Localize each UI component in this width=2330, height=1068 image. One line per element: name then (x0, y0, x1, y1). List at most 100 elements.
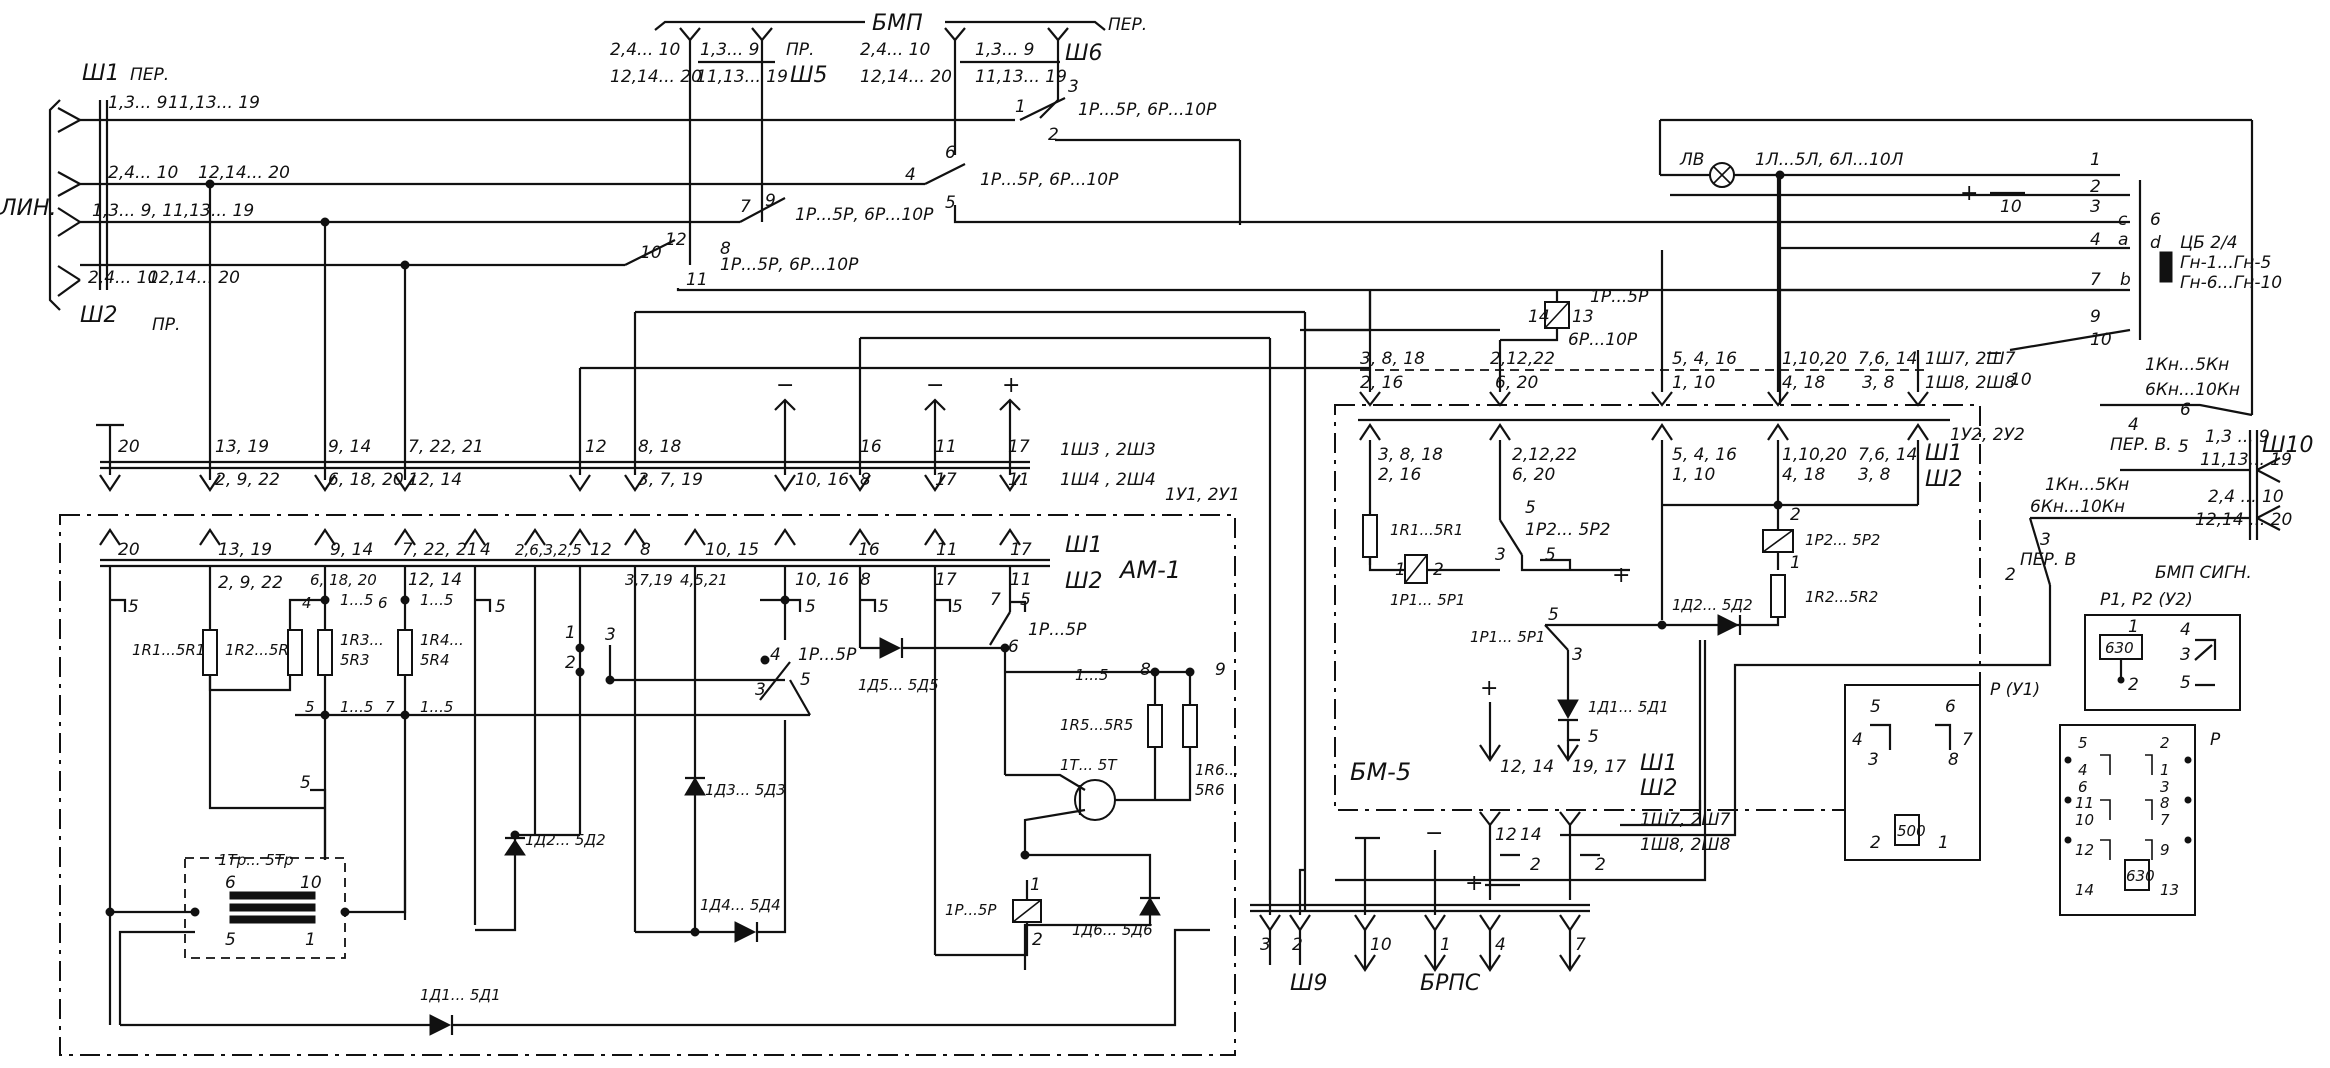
label-connectors-sh9: Ш9 (1290, 971, 1328, 996)
label-pins-c8: 11 (1010, 570, 1032, 590)
label-pins-n4: 4 (480, 540, 491, 560)
cb-section: ЛВ 1Л...5Л, 6Л...10Л 1 2 3 4 7 9 10 c a … (1560, 118, 2314, 837)
label-pins-n1: 1 (2090, 150, 2101, 170)
label-connectors-sh1: Ш1 (1065, 533, 1103, 558)
label-pins-n7: 7 (385, 698, 395, 716)
label-pins-n1: 1 (1015, 97, 1026, 117)
label-components-gn2: Гн-6...Гн-10 (2180, 273, 2282, 293)
label-pins-e5: 5, 4, 16 (1672, 349, 1737, 369)
label-components-gn1: Гн-1...Гн-5 (2180, 253, 2271, 273)
label-blocks-brps: БРПС (1420, 971, 1481, 996)
label-pins-n5: 5 (495, 597, 506, 617)
label-components-kn2: 6Кн...10Кн (2145, 380, 2240, 400)
label-pins-n5: 5 (128, 597, 139, 617)
label-signs-minus: − (926, 373, 944, 398)
label-pins-n2: 2 (1870, 833, 1881, 853)
label-components-kn1: 1Кн...5Кн (2145, 355, 2229, 375)
label-components-d1: 1Д1... 5Д1 (1588, 698, 1669, 716)
label-blocks-p12: Р1, Р2 (У2) (2100, 590, 2193, 610)
label-pins-b7: 16 (860, 437, 882, 457)
label-components-relay_p2: 1Р...5Р (1028, 620, 1087, 640)
label-pins-b1: 20 (118, 540, 140, 560)
label-pins-c1: 2, 9, 22 (218, 573, 283, 593)
label-pins-a1: 1,3... 9 (700, 40, 759, 60)
label-pins-n10: 10 (1370, 935, 1392, 955)
label-components-d1: 1Д1... 5Д1 (420, 986, 501, 1004)
label-components-relay_p: 1Р...5Р, 6Р...10Р (720, 255, 859, 275)
label-pins-n10: 10 (2000, 197, 2022, 217)
label-pins-e10: 3, 8 (1862, 373, 1895, 393)
label-components-relay_p2: 1Р...5Р (798, 645, 857, 665)
label-pins-n8: 8 (2160, 794, 2170, 812)
sh2-label: Ш2 (80, 303, 118, 328)
label-components-r6: 1R6... (1195, 761, 1239, 779)
label-connectors-sh6: Ш6 (1065, 41, 1103, 66)
label-pins-n6: 6 (2078, 778, 2088, 796)
label-pins-c3: 12, 14 (408, 470, 462, 490)
label-pins-n4: 4 (2078, 761, 2088, 779)
label-components-relay_p: 1Р...5Р, 6Р...10Р (980, 170, 1119, 190)
label-pins-n6: 6 (945, 143, 956, 163)
label-pins-n9: 9 (1215, 660, 1226, 680)
label-pins-a2: 11,13... 19 (696, 67, 788, 87)
label-pins-a3: 2,4... 10 (860, 40, 930, 60)
label-pins-b3: 9, 14 (328, 437, 371, 457)
label-pins-n7: 7 (990, 590, 1001, 610)
label-components-v630: 630 (2126, 867, 2155, 885)
label-pins-n12: 12 (665, 230, 687, 250)
label-pins-n8: 8 (720, 239, 731, 259)
label-pins-e4: 6, 20 (1495, 373, 1538, 393)
bm5-block: БМ-5 1У2, 2У2 3, 8, 18 2, 16 2,12,22 6, … (1300, 175, 2025, 827)
label-pins-b8: 11 (935, 437, 957, 457)
label-pins-n2: 2 (1790, 505, 1801, 525)
label-signs-minus: − (776, 373, 794, 398)
label-pins-n5: 5 (2178, 437, 2189, 457)
label-connectors-sh10: Ш10 (2262, 433, 2314, 458)
label-pins-d1: 6, 18, 20 (310, 571, 377, 589)
label-pins-n1: 1 (565, 623, 576, 643)
label-pins-d5: 4,5,21 (680, 571, 728, 589)
label-pins-n3: 3 (1068, 77, 1079, 97)
label-pins-n11: 11 (686, 270, 708, 290)
label-pins-n6: 6 (2150, 210, 2161, 230)
label-signs-plus: + (1960, 181, 1978, 206)
label-pins-a1: 1,3... 9 (975, 40, 1034, 60)
label-components-relay_p: 1Р...5Р, 6Р...10Р (795, 205, 934, 225)
label-pins-n6: 6 (1945, 697, 1956, 717)
label-pins-n5: 5 (945, 193, 956, 213)
label-components-r6b: 5R6 (1195, 781, 1225, 799)
label-pins-b4: 7, 22, 21 (408, 437, 484, 457)
label-pins-e10: 3, 8 (1858, 465, 1891, 485)
label-components-v630: 630 (2105, 639, 2134, 657)
label-pins-n4: 4 (905, 165, 916, 185)
label-pins-n3: 3 (605, 625, 616, 645)
label-pins-d2: 1...5 (1075, 666, 1108, 684)
label-pins-n4: 4 (770, 645, 781, 665)
label-pins-n5: 5 (952, 597, 963, 617)
label-pins-n3: 3 (1572, 645, 1583, 665)
label-pins-n3: 3 (1868, 750, 1879, 770)
label-pins-a3: 2,4... 10 (88, 268, 158, 288)
label-signs-plus: + (1465, 871, 1483, 896)
label-components-relay_p2: 1Р...5Р (1590, 287, 1649, 307)
label-pins-n7: 7 (1575, 935, 1586, 955)
label-pins-c5: 10, 16 (795, 570, 849, 590)
label-pins-f5: 2,4 ... 10 (2208, 487, 2284, 507)
label-pins-b1: 20 (118, 437, 140, 457)
label-pins-n6: 6 (225, 873, 236, 893)
label-components-tr: 1Тр... 5Тр (218, 851, 294, 869)
label-pins-n1: 1 (2128, 617, 2139, 637)
label-pins-b7: 16 (858, 540, 880, 560)
label-pins-n10: 10 (2075, 811, 2094, 829)
label-pins-n2: 2 (1032, 930, 1043, 950)
label-pins-f1: 12, 14 (1500, 757, 1554, 777)
label-pins-n5: 5 (878, 597, 889, 617)
label-connectors-sh2: Ш2 (1925, 467, 1963, 492)
label-pins-n10: 10 (640, 243, 662, 263)
label-pins-c7: 17 (935, 570, 957, 590)
label-pins-n9: 9 (765, 191, 776, 211)
label-pins-n8: 8 (640, 540, 651, 560)
label-pins-b2: 13, 19 (215, 437, 269, 457)
label-components-lamp_l: 1Л...5Л, 6Л...10Л (1755, 150, 1904, 170)
